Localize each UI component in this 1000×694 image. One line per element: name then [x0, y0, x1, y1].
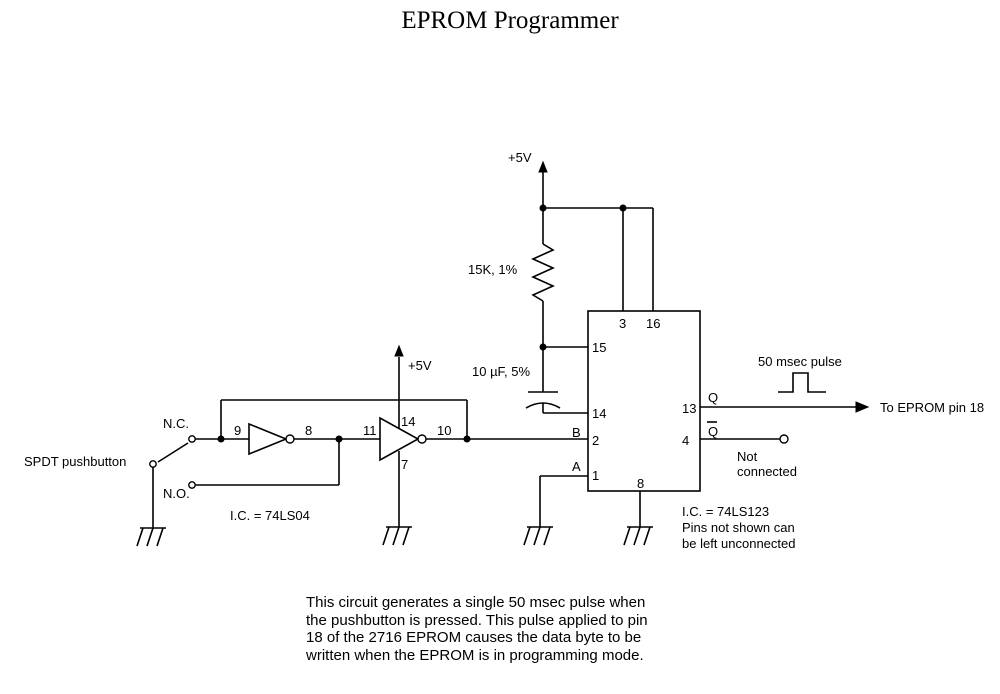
output-qbar-label: Q [708, 424, 718, 439]
pin-4: 4 [682, 433, 689, 448]
diagram-title: EPROM Programmer [401, 7, 619, 34]
pin-16: 16 [646, 316, 660, 331]
no-label: N.O. [163, 486, 190, 501]
inverter-section: +5V 9 8 11 10 14 7 I.C. = 74LS04 [195, 344, 588, 546]
capacitor-label: 10 µF, 5% [472, 364, 531, 379]
pin-14-inverter: 14 [401, 414, 415, 429]
inverter-ic-label: I.C. = 74LS04 [230, 508, 310, 523]
pin-7: 7 [401, 457, 408, 472]
inverter-gate-1 [248, 422, 295, 456]
oneshot-ic-label-line-3: be left unconnected [682, 536, 795, 551]
pin-10: 10 [437, 423, 451, 438]
not-connected-line-1: Not [737, 449, 758, 464]
input-a-ground-symbol [523, 526, 554, 546]
description-line-4: written when the EPROM is in programming… [306, 646, 644, 664]
output-q-label: Q [708, 390, 718, 405]
circuit-description: This circuit generates a single 50 msec … [306, 594, 726, 664]
nc-label: N.C. [163, 416, 189, 431]
description-line-3: 18 of the 2716 EPROM causes the data byt… [306, 629, 642, 646]
pin-11: 11 [363, 423, 377, 438]
pin-8-oneshot: 8 [637, 476, 644, 491]
timing-network: +5V 15K, 1% 10 µF, 5% [468, 150, 654, 414]
pin-14-oneshot: 14 [592, 406, 606, 421]
pin-13: 13 [682, 401, 696, 416]
switch-label: SPDT pushbutton [24, 454, 126, 469]
pin-8: 8 [305, 423, 312, 438]
resistor-symbol [531, 243, 555, 302]
inverter-ground-symbol [382, 526, 413, 546]
spdt-switch: SPDT pushbutton N.C. N.O. [24, 416, 196, 547]
inverter-supply-label: +5V [408, 358, 432, 373]
oneshot-ic-label-line-1: I.C. = 74LS123 [682, 504, 769, 519]
oneshot-ground-symbol [623, 526, 654, 546]
not-connected-line-2: connected [737, 464, 797, 479]
pin-1: 1 [592, 468, 599, 483]
top-supply-label: +5V [508, 150, 532, 165]
description-line-2: the pushbutton is pressed. This pulse ap… [306, 611, 648, 629]
input-a-label: A [572, 459, 581, 474]
oneshot-ic: 3 16 15 14 2 1 8 13 4 B A Q To EPROM pin… [523, 310, 984, 551]
output-label: To EPROM pin 18 [880, 400, 984, 415]
pin-2: 2 [592, 433, 599, 448]
switch-ground-symbol [136, 527, 167, 547]
oneshot-ic-label-line-2: Pins not shown can [682, 520, 795, 535]
input-b-label: B [572, 425, 581, 440]
oneshot-ic-body [587, 310, 701, 492]
pin-3: 3 [619, 316, 626, 331]
resistor-label: 15K, 1% [468, 262, 518, 277]
pin-15: 15 [592, 340, 606, 355]
pulse-waveform-icon [778, 372, 826, 393]
pulse-label: 50 msec pulse [758, 354, 842, 369]
description-line-1: This circuit generates a single 50 msec … [306, 594, 646, 611]
pin-9: 9 [234, 423, 241, 438]
